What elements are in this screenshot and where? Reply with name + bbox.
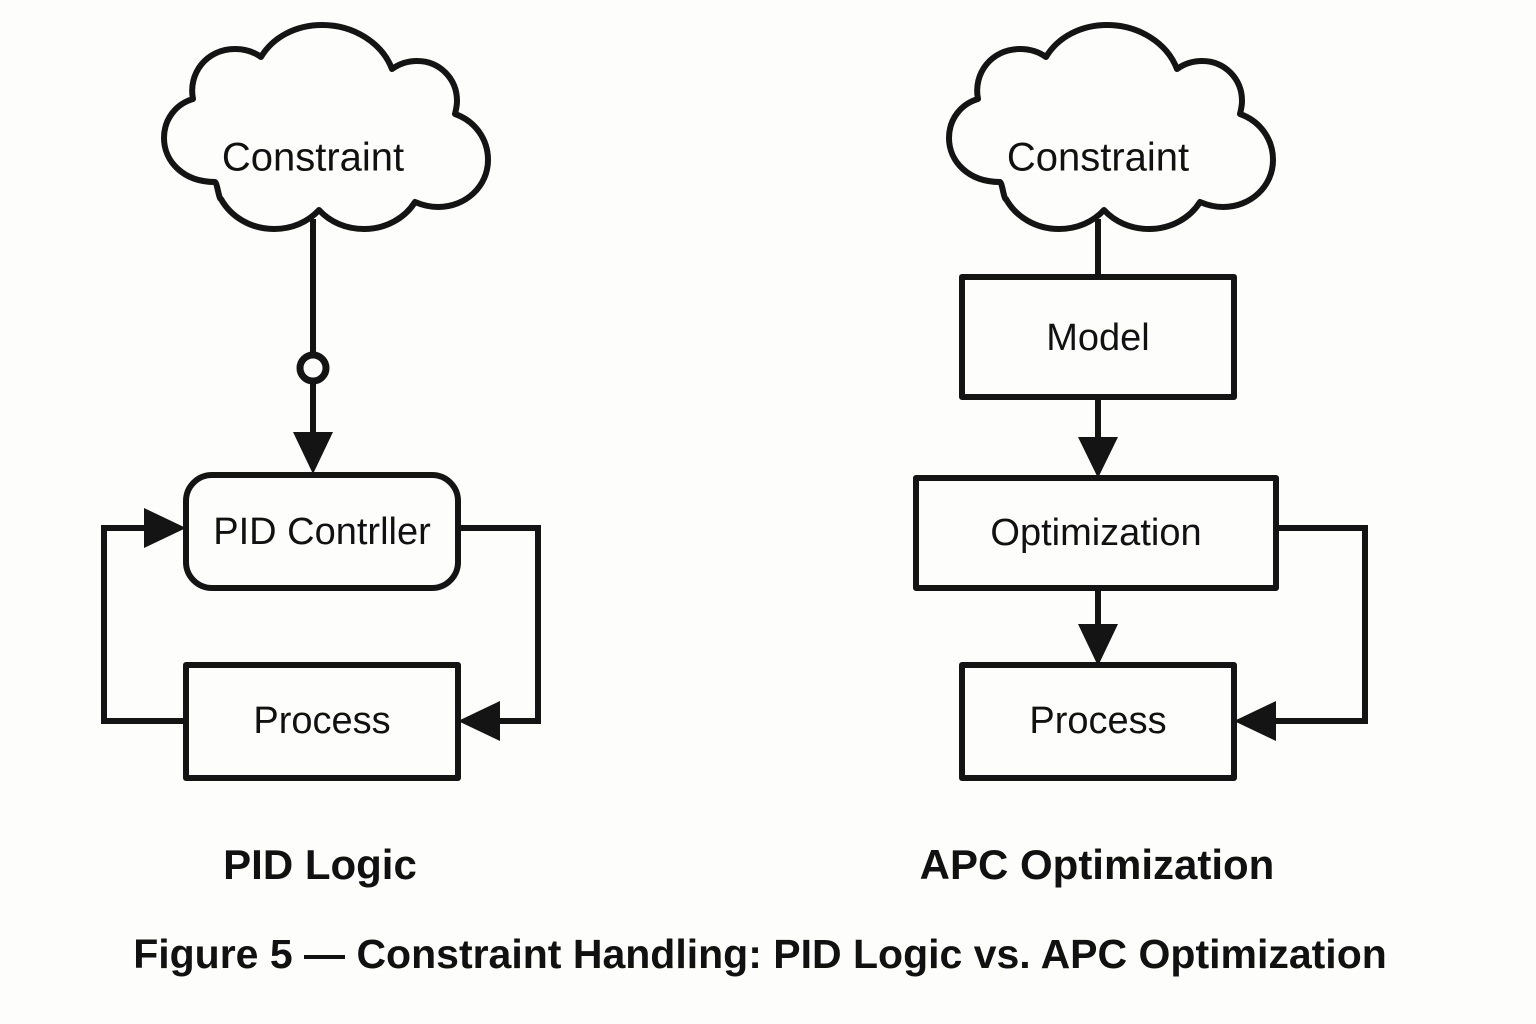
panel-title-apc: APC Optimization [920, 841, 1275, 888]
node-constraint-apc[interactable]: Constraint [946, 22, 1276, 232]
node-label: Process [253, 700, 390, 742]
node-model[interactable]: Model [959, 274, 1237, 400]
panel-pid-logic: Constraint PID Contrller [101, 22, 541, 888]
arrow-head-icon [1234, 701, 1276, 741]
connector-optimization-to-process [1078, 588, 1118, 666]
connector-line [458, 525, 541, 724]
node-shape [913, 475, 1279, 591]
arrow-head-icon [458, 701, 500, 741]
node-optimization[interactable]: Optimization [913, 475, 1279, 591]
connector-line [101, 525, 186, 724]
connector-optimization-loop-to-process [1234, 525, 1368, 741]
node-process-apc[interactable]: Process [959, 662, 1237, 781]
arrow-head-icon [1078, 624, 1118, 666]
node-shape [959, 274, 1237, 400]
connector-model-to-optimization [1078, 397, 1118, 478]
node-label: Optimization [990, 512, 1201, 554]
panel-apc-optimization: Constraint Model Optimization [913, 22, 1368, 888]
node-shape [959, 662, 1237, 781]
node-shape [183, 662, 461, 781]
connector-process-to-controller [101, 508, 186, 724]
connector-constraint-to-controller [293, 219, 333, 474]
node-constraint-pid[interactable]: Constraint [161, 22, 491, 232]
arrow-head-icon [144, 508, 186, 548]
circle-junction-icon [296, 351, 330, 385]
node-process-pid[interactable]: Process [183, 662, 461, 781]
node-shape [183, 472, 461, 591]
cloud-icon [161, 22, 491, 232]
connector-controller-to-process [458, 525, 541, 741]
node-label: Constraint [222, 136, 404, 180]
arrow-head-icon [1078, 437, 1118, 478]
figure-caption: Figure 5 — Constraint Handling: PID Logi… [133, 931, 1387, 977]
node-label: Model [1046, 317, 1150, 359]
panel-title-pid: PID Logic [223, 841, 417, 888]
cloud-icon [946, 22, 1276, 232]
connector-line [1265, 525, 1368, 724]
arrow-head-icon [293, 432, 333, 474]
node-label: PID Contrller [213, 511, 431, 553]
node-pid-controller[interactable]: PID Contrller [183, 472, 461, 591]
node-label: Process [1029, 700, 1166, 742]
node-label: Constraint [1007, 136, 1189, 180]
